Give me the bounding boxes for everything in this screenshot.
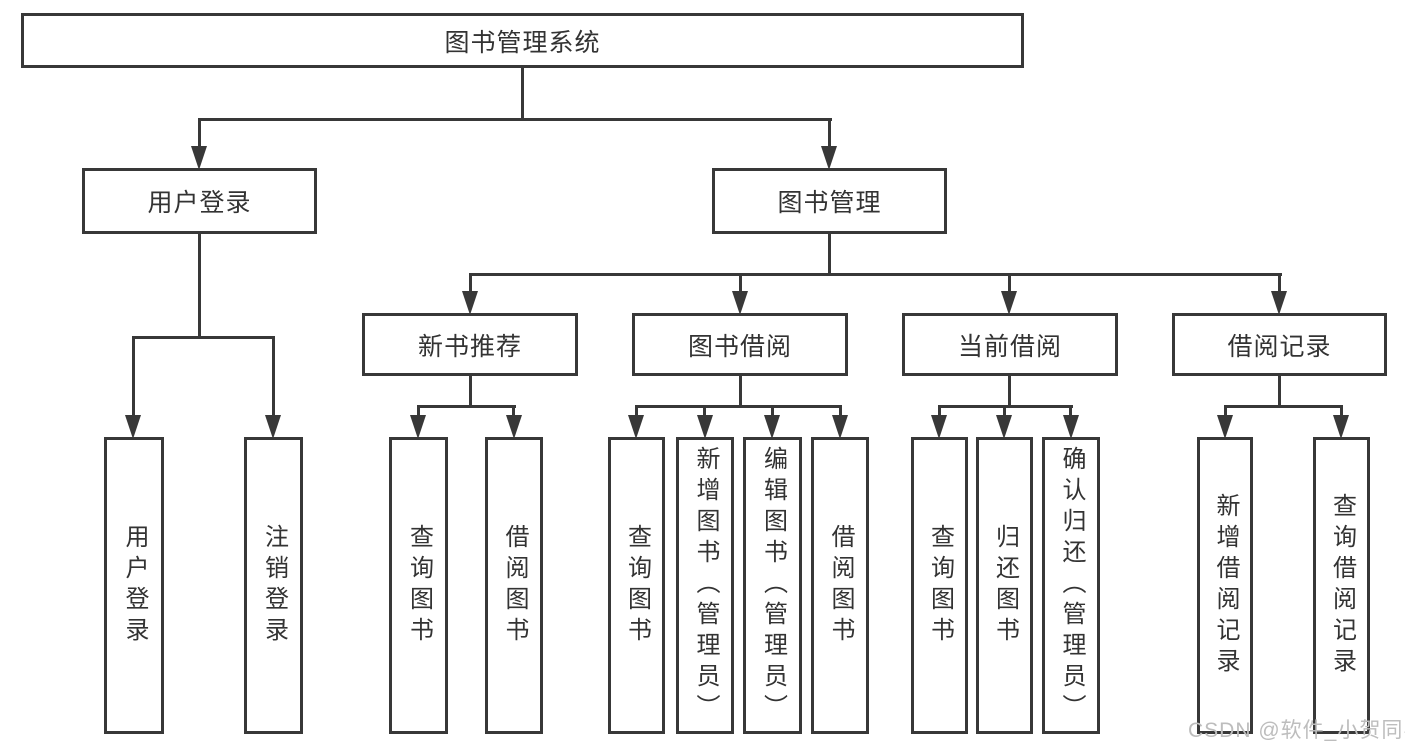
- leaf-edit-books-admin: 编辑图书（管理员）: [743, 437, 802, 734]
- leaf-user-login: 用户登录: [104, 437, 164, 734]
- node-user-login-label: 用户登录: [147, 189, 252, 217]
- node-user-login: 用户登录: [82, 168, 317, 234]
- arrowhead-leaf4: [506, 415, 522, 439]
- arrowhead-current: [1001, 291, 1017, 315]
- arrowhead-leaf11: [1063, 415, 1079, 439]
- connector-arrow-stem-borrow: [739, 273, 742, 295]
- connector-arrow-stem-leaf3: [417, 405, 420, 420]
- leaf-confirm-return-admin: 确认归还（管理员）: [1042, 437, 1100, 734]
- connector-arrow-stem-current: [1008, 273, 1011, 295]
- node-new-book-recommend: 新书推荐: [362, 313, 578, 376]
- arrowhead-newbook: [462, 291, 478, 315]
- connector-arrow-stem-leaf8: [839, 405, 842, 420]
- node-current-borrow: 当前借阅: [902, 313, 1118, 376]
- node-current-borrow-label: 当前借阅: [957, 332, 1062, 361]
- leaf-query-books-recommend: 查询图书: [389, 437, 448, 734]
- node-book-borrow-label: 图书借阅: [687, 332, 792, 361]
- connector-newbook-branch: [417, 405, 516, 408]
- connector-current-stem: [1008, 374, 1011, 408]
- node-book-borrow: 图书借阅: [632, 313, 848, 376]
- leaf-query-books-borrow: 查询图书: [608, 437, 665, 734]
- connector-records-stem: [1278, 374, 1281, 408]
- leaf-add-books-admin: 新增图书（管理员）: [676, 437, 734, 734]
- arrowhead-records: [1271, 291, 1287, 315]
- connector-arrow-stem-user-login: [198, 118, 201, 150]
- arrowhead-leaf8: [832, 415, 848, 439]
- node-borrow-records-label: 借阅记录: [1227, 332, 1332, 361]
- leaf-query-borrow-record: 查询借阅记录: [1313, 437, 1370, 734]
- connector-arrow-stem-leaf7: [771, 405, 774, 420]
- leaf-query-books-current: 查询图书: [911, 437, 968, 734]
- connector-arrow-stem-leaf-login: [132, 336, 135, 420]
- connector-arrow-stem-newbook: [469, 273, 472, 295]
- node-borrow-records: 借阅记录: [1172, 313, 1387, 376]
- connector-user-login-stem: [198, 232, 201, 339]
- connector-root-stem: [521, 66, 524, 121]
- connector-level2-branch: [198, 118, 832, 121]
- arrowhead-leaf3: [410, 415, 426, 439]
- connector-user-login-branch: [132, 336, 275, 339]
- arrowhead-leaf10: [996, 415, 1012, 439]
- arrowhead-leaf9: [931, 415, 947, 439]
- leaf-borrow-books: 借阅图书: [811, 437, 869, 734]
- connector-arrow-stem-leaf12: [1224, 405, 1227, 420]
- csdn-watermark: CSDN @软件_小贺同学: [1188, 719, 1405, 742]
- node-new-book-recommend-label: 新书推荐: [417, 332, 522, 361]
- connector-arrow-stem-leaf10: [1003, 405, 1006, 420]
- arrowhead-user-login: [191, 146, 207, 170]
- node-root: 图书管理系统: [21, 13, 1024, 68]
- node-root-label: 图书管理系统: [444, 28, 601, 57]
- leaf-return-books: 归还图书: [976, 437, 1033, 734]
- arrowhead-leaf-logout: [265, 415, 281, 439]
- arrowhead-leaf5: [628, 415, 644, 439]
- arrowhead-leaf6: [697, 415, 713, 439]
- arrowhead-borrow: [732, 291, 748, 315]
- arrowhead-leaf13: [1333, 415, 1349, 439]
- arrowhead-book-mgmt: [821, 146, 837, 170]
- connector-level3-branch: [469, 273, 1282, 276]
- connector-arrow-stem-leaf6: [703, 405, 706, 420]
- arrowhead-leaf12: [1217, 415, 1233, 439]
- arrowhead-leaf-login: [125, 415, 141, 439]
- connector-arrow-stem-leaf-logout: [272, 336, 275, 420]
- connector-arrow-stem-leaf11: [1069, 405, 1072, 420]
- arrowhead-leaf7: [764, 415, 780, 439]
- node-book-management-label: 图书管理: [777, 189, 882, 217]
- connector-arrow-stem-leaf9: [938, 405, 941, 420]
- connector-borrow-branch: [635, 405, 842, 408]
- connector-newbook-stem: [469, 374, 472, 408]
- leaf-borrow-books-recommend: 借阅图书: [485, 437, 543, 734]
- connector-book-mgmt-stem: [828, 232, 831, 276]
- connector-arrow-stem-book-mgmt: [828, 118, 831, 150]
- connector-arrow-stem-records: [1278, 273, 1281, 295]
- connector-arrow-stem-leaf5: [635, 405, 638, 420]
- node-book-management: 图书管理: [712, 168, 947, 234]
- connector-arrow-stem-leaf4: [512, 405, 515, 420]
- connector-borrow-stem: [739, 374, 742, 408]
- leaf-logout: 注销登录: [244, 437, 303, 734]
- connector-records-branch: [1224, 405, 1342, 408]
- connector-arrow-stem-leaf13: [1340, 405, 1343, 420]
- leaf-add-borrow-record: 新增借阅记录: [1197, 437, 1253, 734]
